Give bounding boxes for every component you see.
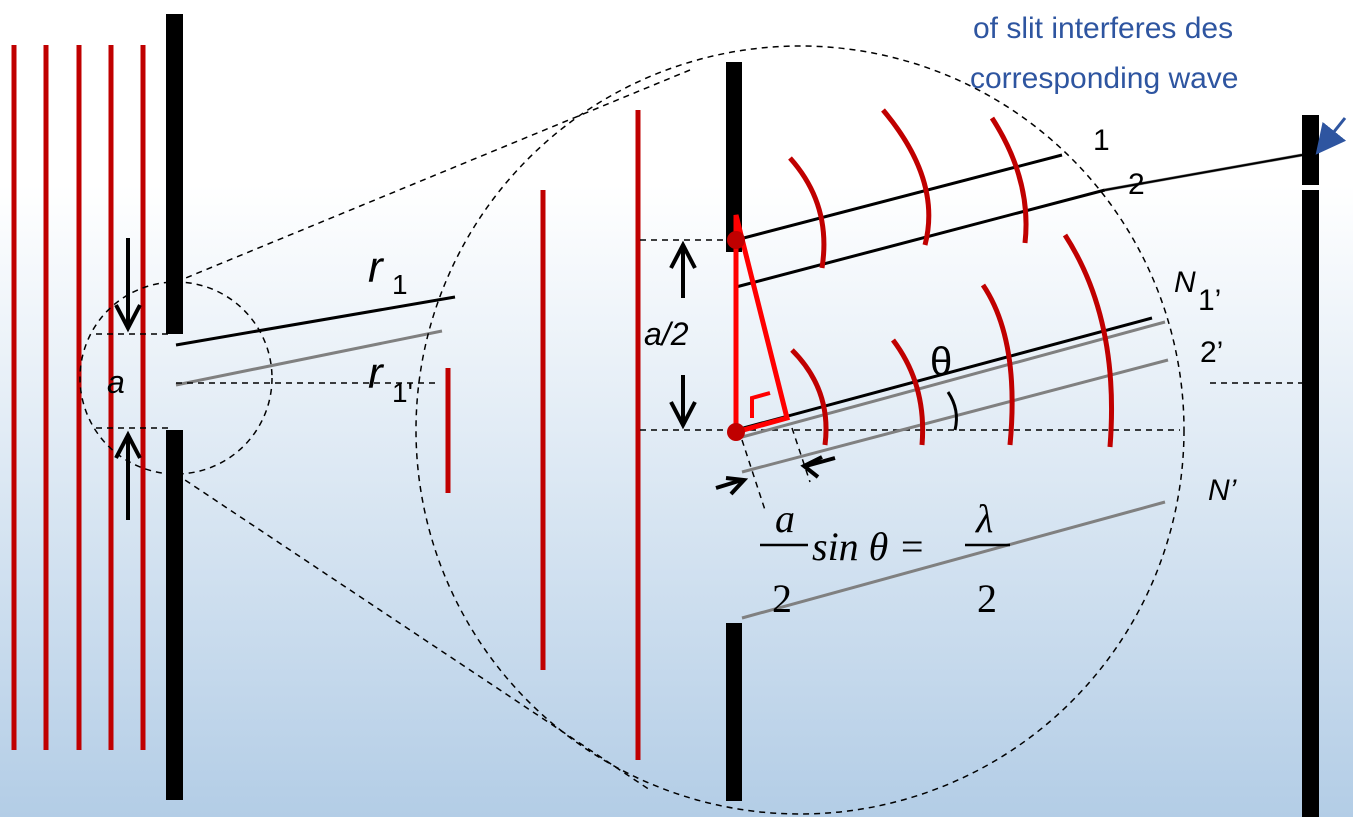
caption-line-1: of slit interferes des bbox=[973, 12, 1233, 45]
ray-1-label: 1 bbox=[1093, 124, 1110, 157]
ray-2-extension bbox=[1104, 154, 1303, 191]
r1-label: r bbox=[368, 243, 385, 292]
ray-N-prime-label: N’ bbox=[1208, 474, 1238, 507]
theta-label: θ bbox=[930, 340, 952, 384]
path-difference-arrows bbox=[715, 455, 836, 496]
incoming-wavefronts bbox=[11, 45, 146, 750]
slit-width-label: a bbox=[107, 364, 125, 400]
eq-den-left: 2 bbox=[772, 576, 792, 621]
ray-2-label: 2 bbox=[1128, 168, 1145, 201]
ray-N-label: N bbox=[1174, 266, 1196, 299]
caption-pointer-arrow bbox=[1315, 117, 1347, 155]
magnified-wavefronts bbox=[445, 110, 641, 760]
zoom-cone-lines bbox=[175, 69, 691, 791]
caption: of slit interferes des corresponding wav… bbox=[970, 12, 1239, 95]
half-width-label: a/2 bbox=[644, 316, 689, 352]
slit-barrier bbox=[166, 14, 183, 800]
r1-subscript: 1 bbox=[392, 269, 408, 300]
barrier-lower bbox=[166, 430, 183, 800]
observation-screen bbox=[1302, 115, 1319, 817]
eq-num-right: λ bbox=[975, 496, 993, 541]
magnified-view-circle bbox=[415, 45, 1185, 815]
path-difference-triangle bbox=[727, 214, 791, 441]
half-width-arrows bbox=[669, 240, 697, 430]
eq-middle: sin θ = bbox=[812, 524, 925, 569]
caption-line-2: corresponding wave bbox=[970, 62, 1239, 95]
r1-prime-label: r bbox=[368, 349, 385, 398]
slit-edge-dashes bbox=[96, 333, 170, 429]
slit-width-arrows bbox=[114, 238, 142, 520]
r1-prime-subscript: 1' bbox=[392, 377, 413, 408]
eq-den-right: 2 bbox=[977, 576, 997, 621]
ray-2-prime-label: 2’ bbox=[1200, 336, 1223, 369]
theta-arc bbox=[946, 391, 958, 431]
wavelet-arcs bbox=[788, 108, 1115, 448]
path-difference-equation: a 2 sin θ = λ 2 bbox=[760, 496, 1010, 621]
magnified-barrier bbox=[726, 62, 742, 801]
barrier-upper bbox=[166, 14, 183, 334]
ray-r1 bbox=[175, 295, 456, 347]
rays-black bbox=[735, 153, 1153, 432]
ray-1-prime-label: 1’ bbox=[1198, 284, 1221, 317]
eq-num-left: a bbox=[775, 496, 795, 541]
ray-r1-prime bbox=[175, 329, 443, 387]
